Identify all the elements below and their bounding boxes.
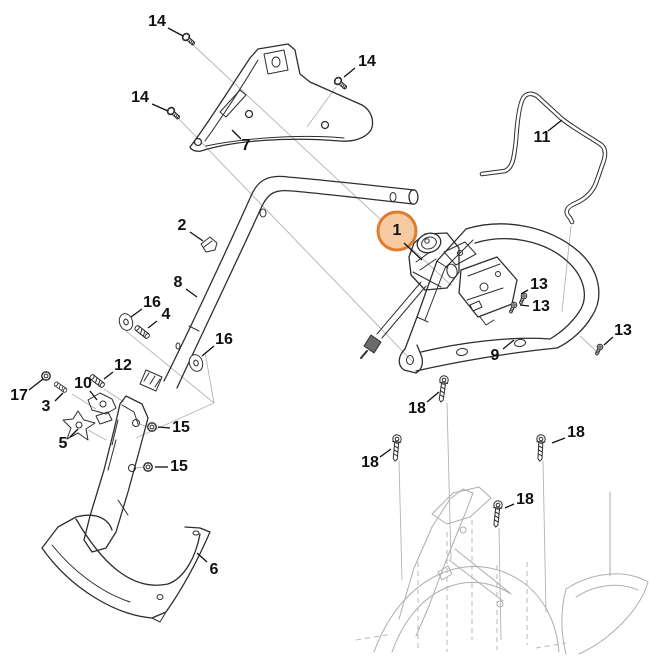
screw-18-c	[535, 434, 546, 462]
part-label-9[interactable]: 9	[491, 347, 500, 364]
handle-mount-bracket	[83, 395, 149, 553]
leader-line-17	[28, 378, 44, 391]
part-label-6[interactable]: 6	[210, 561, 219, 578]
ghost-deck-assembly	[355, 486, 649, 655]
leader-line-16-a	[130, 308, 143, 318]
leader-line-13-a	[520, 289, 529, 295]
bolt-3	[53, 380, 68, 394]
part-label-3[interactable]: 3	[42, 398, 51, 415]
part-10-cam-lever	[87, 392, 117, 425]
screw-14-c	[332, 75, 350, 92]
part-label-15-b[interactable]: 15	[170, 458, 188, 475]
part-label-15-a[interactable]: 15	[172, 419, 190, 436]
leader-line-12	[103, 371, 114, 380]
leader-line-15-a	[157, 426, 171, 429]
part-7-console-cover	[189, 43, 374, 152]
screw-13-b	[507, 300, 519, 315]
part-label-13-a[interactable]: 13	[530, 276, 548, 293]
leader-line-11	[547, 119, 563, 132]
part-label-11[interactable]: 11	[534, 129, 551, 146]
leader-line-16-b	[201, 345, 215, 357]
part-11-wire-bail	[479, 91, 608, 225]
part-label-10[interactable]: 10	[74, 375, 92, 392]
screw-18-d	[491, 499, 504, 529]
screw-13-c	[593, 342, 605, 357]
leader-line-18-a	[426, 391, 440, 403]
washer-16-a	[116, 311, 136, 333]
highlight-circle[interactable]	[376, 210, 418, 252]
leader-line-18-d	[504, 503, 515, 509]
screw-18-a	[436, 374, 450, 404]
part-label-13-b[interactable]: 13	[532, 298, 550, 315]
part-label-12[interactable]: 12	[114, 357, 132, 374]
part-label-14-c[interactable]: 14	[358, 53, 376, 70]
part-label-2[interactable]: 2	[178, 217, 187, 234]
part-label-14-a[interactable]: 14	[148, 13, 166, 30]
leader-line-14-b	[151, 103, 169, 112]
part-2-cable-clip	[200, 236, 218, 253]
part-label-16-b[interactable]: 16	[215, 331, 233, 348]
leader-line-3	[54, 392, 64, 402]
leader-line-6	[196, 552, 208, 563]
part-label-17[interactable]: 17	[10, 387, 28, 404]
nut-15-b	[143, 462, 153, 472]
part-label-18-b[interactable]: 18	[361, 454, 379, 471]
part-9-upper-handle-housing	[398, 223, 600, 374]
part-label-18-c[interactable]: 18	[567, 424, 585, 441]
leader-lines	[28, 27, 614, 563]
leader-line-8	[185, 288, 198, 298]
screw-14-a	[180, 31, 198, 48]
part-label-18-d[interactable]: 18	[516, 491, 534, 508]
leader-line-18-c	[551, 437, 566, 444]
leader-line-10	[89, 390, 98, 401]
screw-18-b	[390, 433, 403, 462]
part-label-7[interactable]: 7	[242, 137, 251, 154]
nut-15-a	[147, 422, 157, 432]
leader-line-9	[502, 339, 515, 350]
part-5-star-knob	[62, 410, 96, 441]
part-label-8[interactable]: 8	[174, 274, 183, 291]
leader-line-5	[69, 428, 79, 438]
leader-line-13-b	[519, 304, 530, 307]
part-6-lower-cover	[41, 514, 211, 623]
part-label-16-a[interactable]: 16	[143, 294, 161, 311]
screw-13-a	[517, 291, 529, 306]
leader-line-13-c	[603, 336, 614, 346]
part-label-4[interactable]: 4	[162, 306, 171, 323]
leader-line-1	[403, 242, 423, 261]
leader-line-7	[231, 129, 242, 140]
part-label-5[interactable]: 5	[59, 435, 68, 452]
leader-line-4	[147, 320, 158, 329]
leader-line-14-c	[343, 67, 356, 78]
part-label-18-a[interactable]: 18	[408, 400, 426, 417]
leader-line-18-b	[379, 448, 392, 458]
part-label-1[interactable]: 1	[393, 222, 402, 239]
pin-4	[133, 324, 151, 340]
leader-line-2	[189, 231, 204, 242]
part-label-14-b[interactable]: 14	[131, 89, 149, 106]
part-8-handlebar-tube	[139, 175, 419, 392]
leader-line-14-a	[167, 27, 184, 37]
part-1-switch-box	[360, 232, 460, 359]
part-label-13-c[interactable]: 13	[614, 322, 632, 339]
